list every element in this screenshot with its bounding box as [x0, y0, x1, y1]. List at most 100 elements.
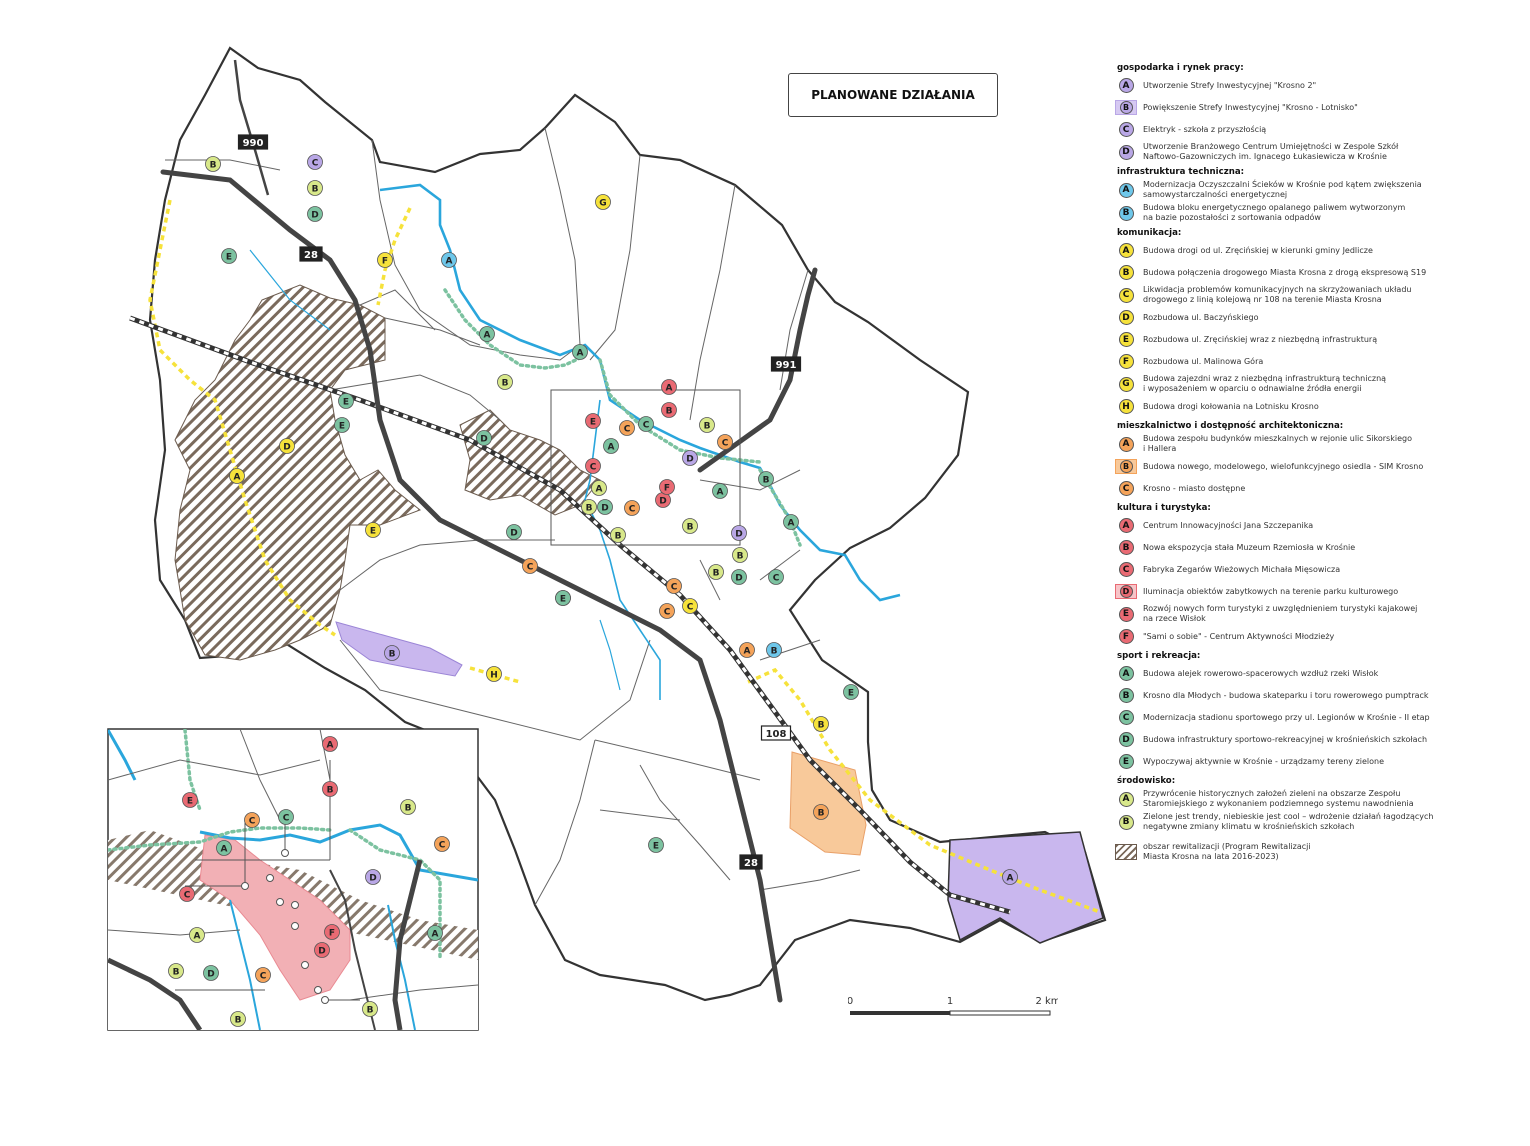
svg-text:E: E [343, 398, 349, 408]
legend-item: F"Sami o sobie" - Centrum Aktywności Mło… [1115, 627, 1525, 646]
legend-item-text: Nowa ekspozycja stała Muzeum Rzemiosła w… [1143, 542, 1356, 552]
svg-text:B: B [389, 650, 396, 660]
svg-text:B: B [818, 809, 825, 819]
marker-lime-b: B [682, 518, 698, 534]
marker-green-d: D [506, 524, 522, 540]
svg-text:H: H [490, 671, 498, 681]
svg-text:28: 28 [744, 858, 758, 869]
inset-marker-lime-b: B [400, 799, 416, 815]
marker-green-e: E [648, 837, 664, 853]
legend-item-text: Rozbudowa ul. Zręcińskiej wraz z niezbęd… [1143, 334, 1378, 344]
svg-text:A: A [717, 488, 724, 498]
svg-text:108: 108 [766, 729, 787, 740]
svg-text:E: E [653, 842, 659, 852]
planned-roads [148, 199, 1101, 914]
svg-text:D: D [480, 435, 487, 445]
svg-text:D: D [207, 970, 214, 980]
legend-symbol: A [1115, 665, 1137, 683]
svg-text:D: D [510, 529, 517, 539]
marker-green-a: A [783, 514, 799, 530]
legend-symbol: B [1115, 458, 1137, 476]
svg-text:C: C [527, 563, 534, 573]
svg-text:B: B [210, 161, 217, 171]
marker-yellow-c: C [682, 598, 698, 614]
legend-item-text: Budowa alejek rowerowo-spacerowych wzdłu… [1143, 668, 1379, 678]
legend-item-text: Budowa połączenia drogowego Miasta Krosn… [1143, 267, 1427, 277]
inset-marker-red-b: B [322, 781, 338, 797]
legend-item-text: Wypoczywaj aktywnie w Krośnie - urządzam… [1143, 756, 1385, 766]
svg-text:D: D [283, 443, 290, 453]
svg-text:C: C [184, 891, 191, 901]
svg-text:B: B [502, 379, 509, 389]
svg-text:A: A [744, 647, 751, 657]
svg-text:991: 991 [776, 360, 797, 371]
svg-text:D: D [311, 211, 318, 221]
svg-text:A: A [432, 930, 439, 940]
marker-orange-c: C [619, 420, 635, 436]
inset-extent-frame [550, 389, 741, 546]
legend-symbol: D [1115, 143, 1137, 161]
svg-text:D: D [686, 455, 693, 465]
hatch-symbol [1115, 843, 1137, 861]
svg-text:A: A [194, 932, 201, 942]
legend-item-text: Budowa zespołu budynków mieszkalnych w r… [1143, 434, 1412, 453]
marker-red-c: C [585, 458, 601, 474]
legend-symbol: B [1115, 204, 1137, 222]
marker-green-e: E [843, 684, 859, 700]
marker-blue-a: A [441, 252, 457, 268]
legend-item-text: Likwidacja problemów komunikacyjnych na … [1143, 285, 1412, 304]
inset-marker-orange-c: C [434, 836, 450, 852]
svg-text:B: B [687, 523, 694, 533]
inset-marker-lime-b: B [168, 963, 184, 979]
marker-green-d: D [307, 206, 323, 222]
road-badge-990: 990 [237, 134, 269, 150]
marker-green-c: C [638, 416, 654, 432]
sim-krosno-estate [789, 751, 867, 856]
marker-green-e: E [221, 248, 237, 264]
legend-symbol: A [1115, 517, 1137, 535]
legend-item-text: Krosno dla Młodych - budowa skateparku i… [1143, 690, 1429, 700]
marker-lime-b: B [307, 180, 323, 196]
svg-text:C: C [687, 603, 694, 613]
inset-marker-green-a: A [216, 840, 232, 856]
marker-orange-c: C [522, 558, 538, 574]
marker-lime-a: A [591, 480, 607, 496]
marker-purple-d: D [731, 525, 747, 541]
svg-text:D: D [659, 497, 666, 507]
legend-section-title: gospodarka i rynek pracy: [1117, 63, 1244, 73]
marker-green-e: E [334, 417, 350, 433]
inset-marker-purple-d: D [365, 869, 381, 885]
marker-orange-c: C [624, 500, 640, 516]
marker-yellow-d: D [279, 438, 295, 454]
svg-text:A: A [221, 845, 228, 855]
marker-lime-b: B [610, 527, 626, 543]
marker-orange-c: C [659, 603, 675, 619]
svg-text:C: C [260, 972, 267, 982]
svg-text:C: C [722, 439, 729, 449]
legend-item-text: Budowa infrastruktury sportowo-rekreacyj… [1143, 734, 1428, 744]
legend-symbol: E [1115, 605, 1137, 623]
svg-text:B: B [737, 552, 744, 562]
svg-text:C: C [643, 421, 650, 431]
legend-item-text: Modernizacja Oczyszczalni Ścieków w Kroś… [1143, 180, 1422, 199]
legend-symbol: B [1115, 687, 1137, 705]
legend-section-title: kultura i turystyka: [1117, 503, 1211, 513]
marker-red-a: A [661, 379, 677, 395]
svg-text:A: A [608, 443, 615, 453]
inset-marker-red-e: E [182, 792, 198, 808]
svg-text:D: D [601, 504, 608, 514]
legend-section-title: infrastruktura techniczna: [1117, 167, 1245, 177]
marker-orange-b: B [813, 804, 829, 820]
marker-green-a: A [479, 326, 495, 342]
legend-symbol: C [1115, 121, 1137, 139]
svg-text:A: A [666, 384, 673, 394]
legend-symbol: A [1115, 242, 1137, 260]
svg-text:C: C [249, 817, 256, 827]
svg-text:D: D [369, 874, 376, 884]
marker-blue-b: B [766, 642, 782, 658]
